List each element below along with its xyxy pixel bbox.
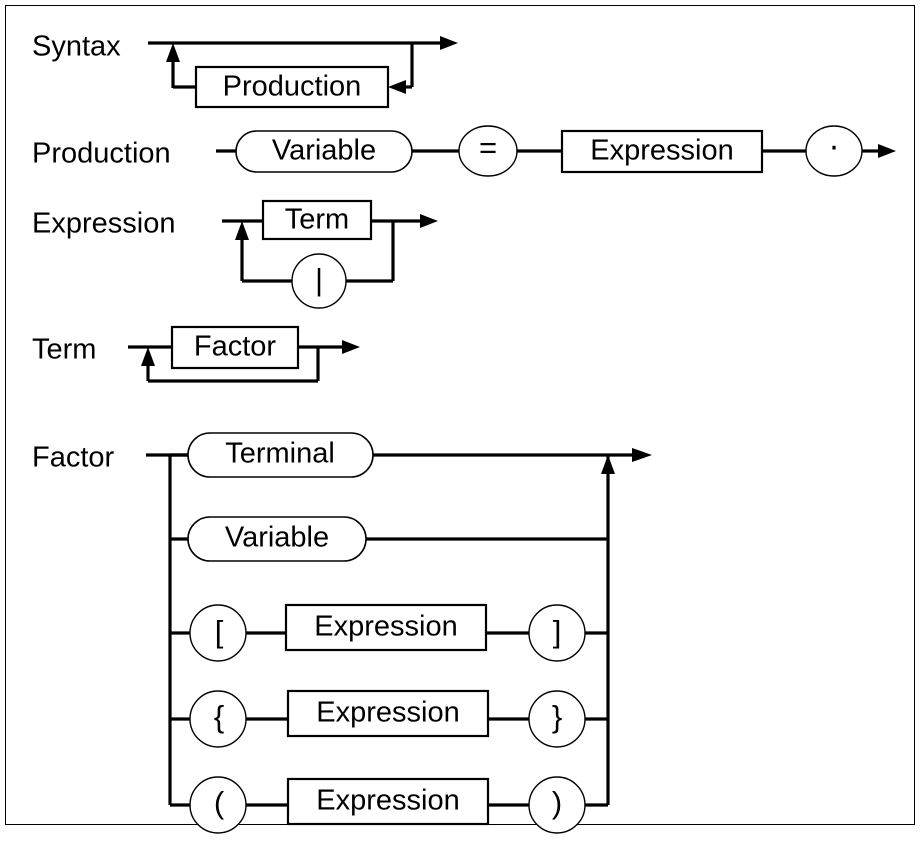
node-label-factor-expression-brace: Expression [316,697,459,729]
node-box-syntax-production [194,65,390,109]
node-label-factor-lbracket: [ [215,614,224,649]
factor-alternative-variable: Variable [170,516,608,562]
node-label-production-variable: Variable [272,135,376,167]
node-label-production-equals: = [479,130,497,165]
syntax-loop-up-arrow-icon [166,43,180,62]
node-label-factor-expression-bracket: Expression [314,611,457,643]
term-exit-arrow-icon [342,340,360,354]
expression-exit-arrow-icon [420,214,438,228]
factor-alternative-paren: ( Expression ) [170,776,608,834]
node-label-expression-bar: | [315,262,323,297]
rule-term: Term Factor [32,325,360,383]
factor-collector-up-arrow-icon [601,455,615,474]
node-label-factor-lparen: ( [214,785,225,820]
node-label-factor-terminal: Terminal [225,438,335,470]
factor-alternative-bracket: [ Expression ] [170,603,608,662]
expression-loop-up-arrow-icon [235,221,249,240]
node-box-term-factor [170,325,300,370]
node-label-term-factor: Factor [194,331,277,363]
node-label-expression-term: Term [285,204,349,236]
node-label-factor-rbracket: ] [553,614,562,649]
syntax-loop-left-arrow-icon [388,80,406,94]
rule-production: Production Variable = Expression · [32,125,896,177]
rule-label-expression: Expression [32,208,175,240]
node-label-factor-rbrace: } [552,699,562,734]
rule-label-term: Term [32,334,96,366]
node-box-factor-expression-bracket [284,603,488,652]
node-box-factor-expression-brace [286,689,490,738]
rule-factor: Factor Terminal Variable [32,432,652,834]
diagram-frame [5,5,915,825]
term-loop-up-arrow-icon [141,347,155,366]
node-label-factor-expression-paren: Expression [316,785,459,817]
node-label-production-period: · [828,127,839,165]
node-box-factor-expression-paren [286,777,490,826]
syntax-exit-arrow-icon [440,36,458,50]
production-exit-arrow-icon [878,144,896,158]
node-label-factor-rparen: ) [552,785,562,820]
rule-label-production: Production [32,138,171,170]
node-label-factor-variable: Variable [225,522,329,554]
node-label-factor-lbrace: { [214,699,224,734]
rule-expression: Expression Term | [32,199,438,309]
node-label-production-expression: Expression [590,135,733,167]
factor-exit-arrow-icon [632,448,652,462]
node-label-syntax-production: Production [223,71,362,103]
factor-alternative-brace: { Expression } [170,689,608,748]
rule-label-factor: Factor [32,442,115,474]
rule-syntax: Syntax Production [32,31,458,109]
factor-alternative-terminal: Terminal [170,432,608,478]
rule-label-syntax: Syntax [32,31,121,63]
